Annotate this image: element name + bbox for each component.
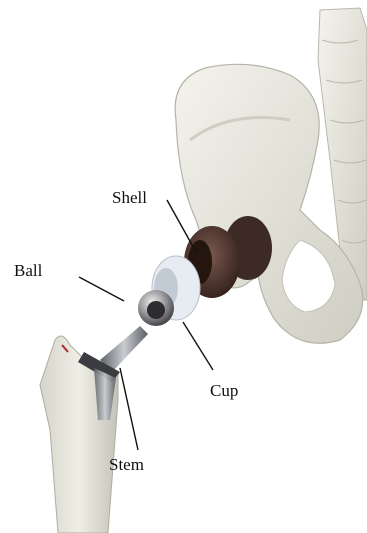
cup-label: Cup: [210, 382, 238, 399]
stem-leader-line: [120, 368, 138, 450]
stem-label: Stem: [109, 456, 144, 473]
ball-label: Ball: [14, 262, 42, 279]
shell-label: Shell: [112, 189, 147, 206]
ball-component: [138, 290, 174, 326]
cup-leader-line: [183, 322, 213, 370]
ball-leader-line: [79, 277, 124, 301]
